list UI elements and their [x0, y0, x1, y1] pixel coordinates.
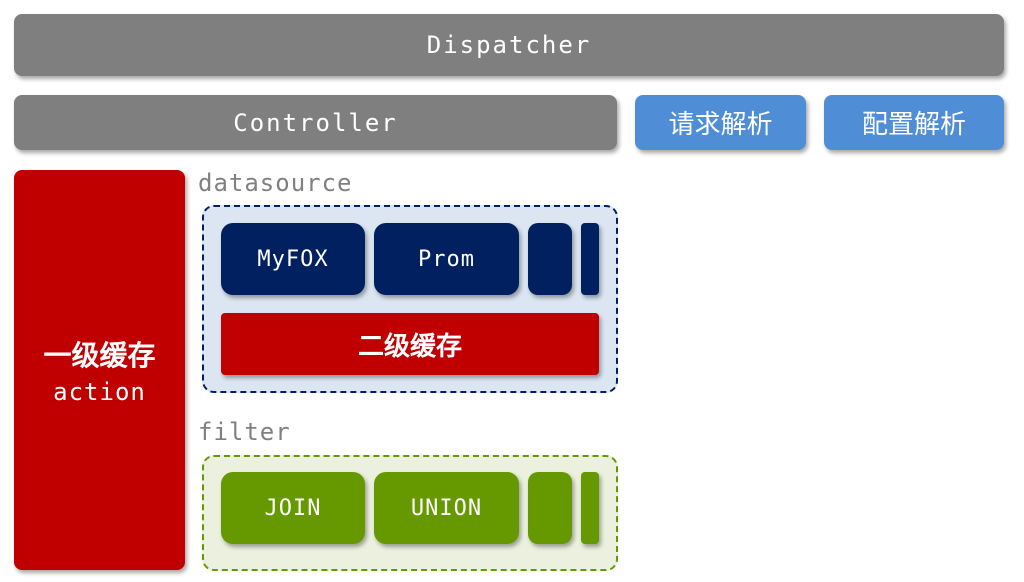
config-parse-label: 配置解析: [861, 110, 966, 140]
l1-cache-label-en: action: [53, 378, 146, 406]
l2-cache-box: 二级缓存: [221, 313, 599, 375]
l2-cache-label: 二级缓存: [357, 331, 462, 362]
request-parse-box: 请求解析: [635, 95, 806, 150]
request-parse-label: 请求解析: [668, 110, 773, 140]
datasource-item-label: MyFOX: [257, 246, 329, 272]
l1-cache-label-cn: 一级缓存: [43, 339, 156, 372]
controller-label: Controller: [233, 108, 398, 137]
controller-box: Controller: [14, 95, 617, 150]
filter-title: filter: [198, 418, 291, 446]
filter-item-join: JOIN: [221, 472, 365, 544]
datasource-item-placeholder: [528, 223, 572, 295]
dispatcher-box: Dispatcher: [14, 14, 1004, 76]
dispatcher-label: Dispatcher: [426, 31, 592, 59]
filter-item-placeholder: [528, 472, 572, 544]
datasource-item-prom: Prom: [374, 223, 519, 295]
config-parse-box: 配置解析: [824, 95, 1004, 150]
filter-item-label: JOIN: [264, 495, 322, 521]
datasource-item-myfox: MyFOX: [221, 223, 365, 295]
l1-cache-box: 一级缓存 action: [14, 170, 185, 570]
datasource-item-label: Prom: [418, 246, 475, 272]
filter-item-union: UNION: [374, 472, 519, 544]
datasource-item-placeholder-narrow: [581, 223, 599, 295]
datasource-title: datasource: [198, 169, 353, 197]
filter-item-placeholder-narrow: [581, 472, 599, 544]
filter-item-label: UNION: [410, 495, 483, 521]
